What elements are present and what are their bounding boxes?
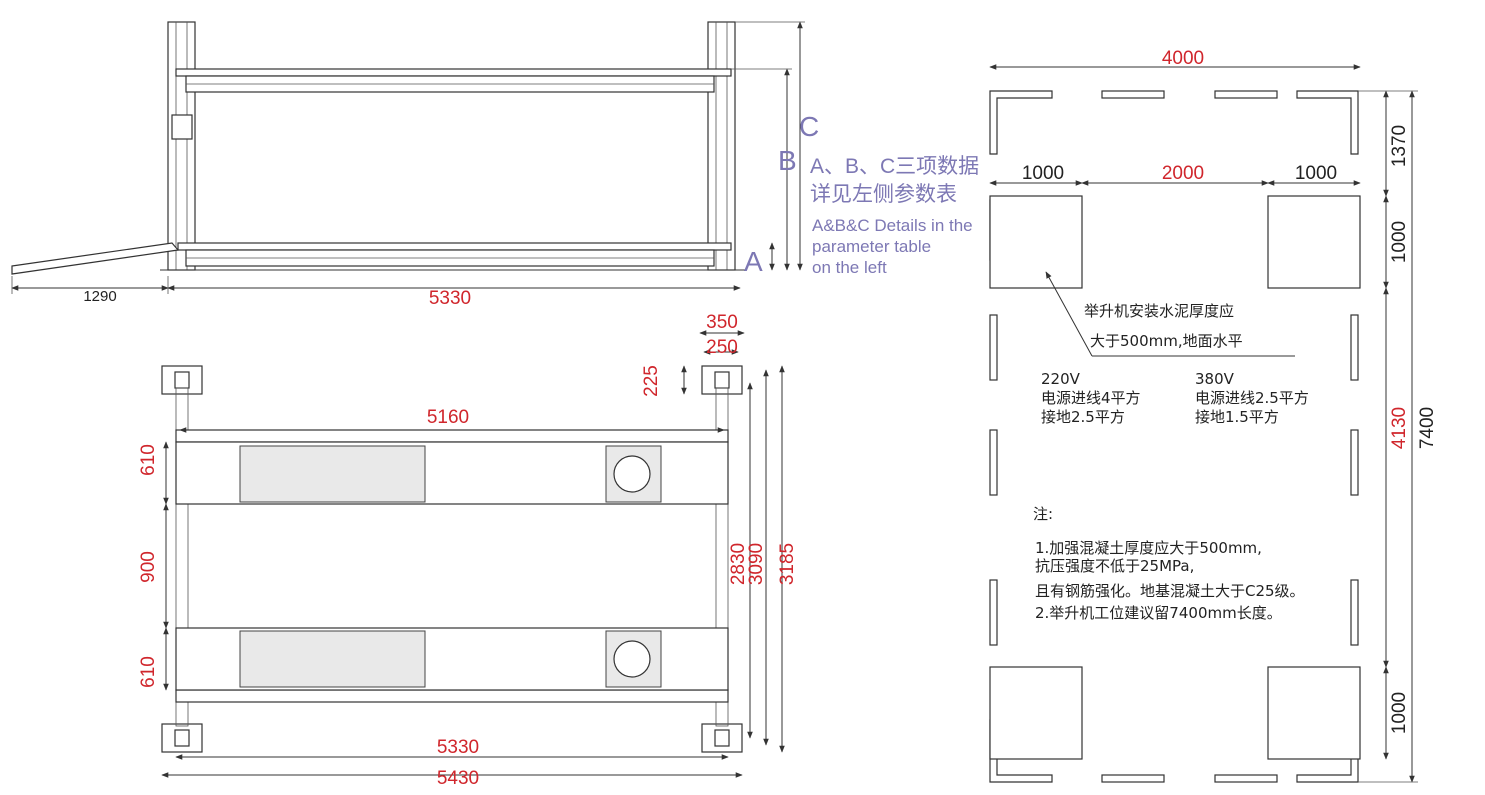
dim-1000-left: 1000 bbox=[1022, 163, 1064, 184]
side-platform bbox=[160, 242, 745, 271]
dim-3090: 3090 bbox=[746, 543, 767, 585]
concrete-note-2: 大于500mm,地面水平 bbox=[1090, 332, 1243, 350]
dim-610-top: 610 bbox=[138, 444, 159, 476]
pad-top-right bbox=[1267, 195, 1361, 289]
dim-2000: 2000 bbox=[1162, 163, 1204, 184]
power-220-1: 220V bbox=[1041, 370, 1081, 388]
dim-1000-upper: 1000 bbox=[1389, 221, 1410, 263]
dim-1000-lower: 1000 bbox=[1389, 692, 1410, 734]
label-b: B bbox=[778, 145, 797, 176]
abc-note-zh-2: 详见左侧参数表 bbox=[810, 183, 957, 206]
dim-3185: 3185 bbox=[777, 543, 798, 585]
dim-5430: 5430 bbox=[437, 768, 479, 789]
label-a: A bbox=[744, 246, 763, 277]
dim-610-bottom: 610 bbox=[138, 656, 159, 688]
floor-plan: 4000 1000 2000 1000 1370 1000 4130 1000 … bbox=[989, 48, 1438, 783]
concrete-note-1: 举升机安装水泥厚度应 bbox=[1084, 302, 1234, 320]
abc-note-zh-1: A、B、C三项数据 bbox=[810, 155, 979, 178]
side-ramp bbox=[11, 242, 180, 275]
notes-line-2: 抗压强度不低于25MPa, bbox=[1035, 557, 1194, 575]
dim-1370: 1370 bbox=[1389, 125, 1410, 167]
abc-note-en-3: on the left bbox=[812, 258, 887, 277]
dim-900: 900 bbox=[138, 551, 159, 583]
cross-beam-front bbox=[175, 429, 729, 443]
notes-line-1: 1.加强混凝土厚度应大于500mm, bbox=[1035, 539, 1262, 557]
dim-7400: 7400 bbox=[1417, 407, 1438, 449]
dim-225: 225 bbox=[641, 365, 662, 397]
side-top-beam bbox=[175, 68, 732, 93]
top-view: 350 250 225 5160 610 900 610 2830 3090 3… bbox=[138, 312, 798, 789]
power-220-3: 接地2.5平方 bbox=[1041, 408, 1125, 426]
side-view: 1290 5330 A B C A、B、C三项数据 详见左侧参数表 A&B&C … bbox=[11, 21, 979, 309]
dim-5160: 5160 bbox=[427, 407, 469, 428]
dim-4000: 4000 bbox=[1162, 48, 1204, 69]
cross-beam-rear bbox=[175, 689, 729, 703]
notes-line-3: 且有钢筋强化。地基混凝土大于C25级。 bbox=[1035, 582, 1305, 600]
dim-2830: 2830 bbox=[728, 543, 749, 585]
power-380-2: 电源进线2.5平方 bbox=[1195, 389, 1309, 407]
notes-line-4: 2.举升机工位建议留7400mm长度。 bbox=[1035, 604, 1282, 622]
dim-4130: 4130 bbox=[1389, 407, 1410, 449]
side-left-post bbox=[167, 21, 196, 271]
dim-ramp: 1290 bbox=[83, 288, 116, 305]
notes-title: 注: bbox=[1033, 505, 1053, 523]
pad-bottom-left bbox=[989, 666, 1083, 760]
base-plate-top-right bbox=[701, 365, 743, 395]
abc-note-en-1: A&B&C Details in the bbox=[812, 216, 973, 235]
label-c: C bbox=[799, 111, 819, 142]
power-380-3: 接地1.5平方 bbox=[1195, 408, 1279, 426]
dim-250: 250 bbox=[706, 337, 738, 358]
side-right-post bbox=[707, 21, 736, 271]
power-380-1: 380V bbox=[1195, 370, 1235, 388]
power-220-2: 电源进线4平方 bbox=[1041, 389, 1141, 407]
dim-350: 350 bbox=[706, 312, 738, 333]
abc-note-en-2: parameter table bbox=[812, 237, 931, 256]
pad-bottom-right bbox=[1267, 666, 1361, 760]
dim-1000-right: 1000 bbox=[1295, 163, 1337, 184]
dim-length: 5330 bbox=[429, 288, 471, 309]
pad-top-left bbox=[989, 195, 1083, 289]
dim-5330-top-view: 5330 bbox=[437, 737, 479, 758]
